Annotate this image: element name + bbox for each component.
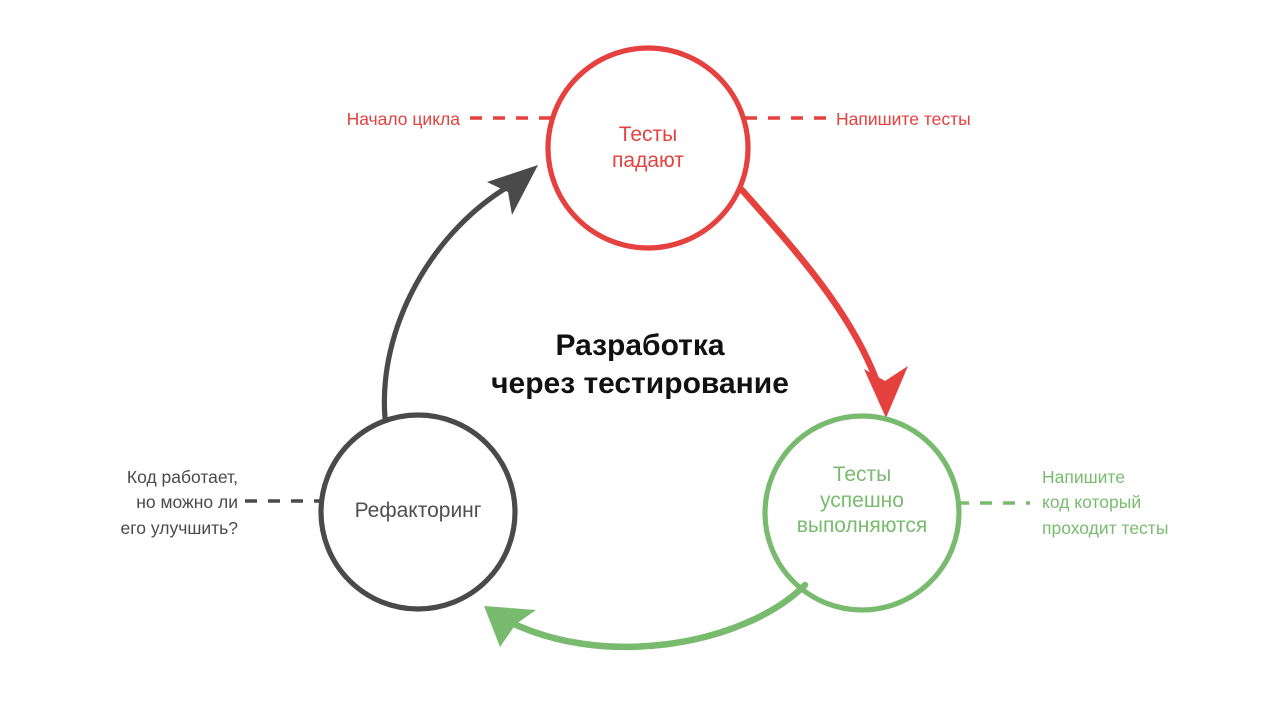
- annotation-cycle-start: Начало цикла: [346, 109, 460, 129]
- red-arrow-head: [864, 366, 908, 418]
- node-circle-tests-pass[interactable]: [762, 413, 962, 613]
- annotation-write-code: Напишите код который проходит тесты: [1042, 467, 1169, 538]
- annotation-can-improve: Код работает, но можно ли его улучшить?: [120, 467, 238, 538]
- annotation-write-tests: Напишите тесты: [836, 109, 971, 129]
- page-title: Разработка через тестирование: [491, 329, 789, 401]
- gray-arrow-path: [381, 179, 519, 421]
- green-arrow-path: [496, 581, 809, 651]
- node-circle-tests-fail[interactable]: [545, 45, 751, 251]
- red-arrow-path: [738, 186, 887, 404]
- node-circle-refactoring[interactable]: [318, 412, 518, 612]
- green-arrow-head: [484, 606, 536, 647]
- gray-arrow-head: [487, 165, 538, 215]
